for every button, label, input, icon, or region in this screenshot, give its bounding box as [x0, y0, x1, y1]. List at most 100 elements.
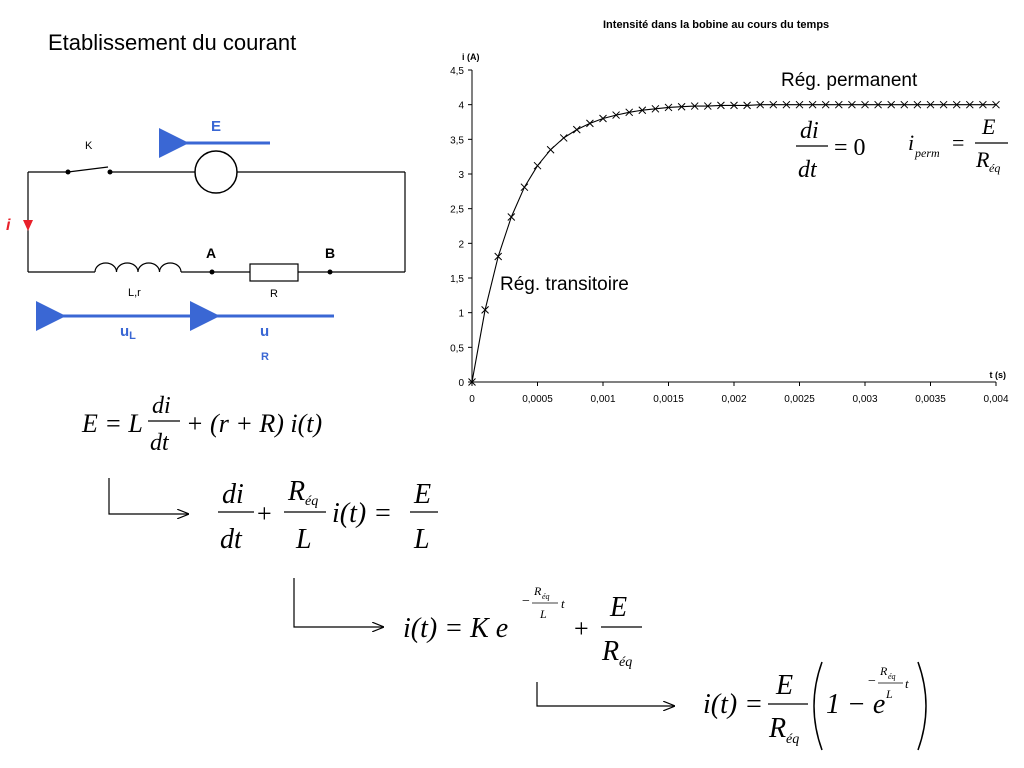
right-paren [917, 661, 927, 751]
chart-data-point [481, 306, 489, 314]
formula-e-equals-l: E = L [81, 409, 143, 438]
formula-general-solution: i(t) = K e − R éq L t + E R éq [403, 584, 642, 670]
formula-i: i [908, 130, 914, 155]
formula-eq-subscript: éq [786, 732, 799, 747]
chart-data-point [743, 101, 751, 110]
formula-eq-subscript: éq [989, 161, 1000, 175]
formula-eq-subscript: éq [305, 494, 318, 509]
left-paren [813, 661, 823, 751]
formula-di: di [222, 479, 244, 510]
chart-x-tick-label: 0,004 [983, 394, 1008, 405]
formula-di: di [152, 393, 171, 419]
exponent-minus: − [522, 594, 530, 609]
chart-x-tick-label: 0,0015 [653, 394, 684, 405]
formula-R: R [287, 476, 305, 507]
chart-data-point [756, 100, 765, 109]
formula-dt-denominator: dt [798, 157, 818, 183]
chart-data-point [821, 100, 830, 109]
chart-data-point [546, 145, 555, 154]
chart-data-point [638, 106, 647, 115]
current-arrow [23, 220, 33, 231]
exponent-eq-subscript: éq [888, 672, 896, 681]
exponent-R: R [533, 584, 542, 598]
formula-L: L [295, 524, 312, 555]
formula-differential-equation: E = L di dt + (r + R) i(t) [81, 393, 322, 456]
chart-y-tick-label: 1,5 [450, 274, 464, 285]
chart-data-point [586, 119, 594, 128]
exponent-R: R [879, 664, 888, 678]
node-b-dot [327, 269, 333, 275]
chart-data-point [861, 100, 869, 109]
chart-data-point [625, 108, 634, 117]
formula-E: E [413, 479, 431, 510]
chart-y-tick-label: 0,5 [450, 343, 464, 354]
chart-data-point [559, 134, 568, 142]
chart-data-point [533, 161, 542, 170]
formula-dt: dt [150, 430, 170, 456]
derivation-arrow-1 [108, 478, 188, 514]
chart-y-tick-label: 3,5 [450, 135, 464, 146]
chart-y-axis-label: i (A) [462, 52, 480, 62]
chart-data-point [887, 100, 896, 109]
chart-data-point [520, 183, 529, 192]
region-transitoire-label: Rég. transitoire [500, 274, 629, 295]
chart-data-point [769, 100, 778, 109]
chart-data-point [468, 378, 476, 386]
exponent-minus: − [868, 674, 876, 689]
formula-R: R [601, 636, 619, 667]
formula-perm-subscript: perm [914, 146, 940, 160]
chart-data-point [795, 100, 804, 109]
formula-i-equals-k-e: i(t) = K e [403, 613, 508, 644]
chart-data-point [952, 100, 961, 109]
chart-data-point [926, 100, 935, 109]
switch-blade [67, 166, 109, 173]
derivation-arrow-3 [536, 682, 674, 706]
formula-normalized-equation: di dt + R éq L i(t) = E L [218, 476, 438, 555]
chart-data-point [599, 114, 607, 123]
formula-steady-derivative: di dt = 0 [796, 118, 866, 183]
chart-x-tick-label: 0,0025 [784, 394, 815, 405]
chart-data-point [939, 100, 948, 109]
region-permanent-label: Rég. permanent [781, 70, 918, 91]
node-a-dot [209, 269, 215, 275]
formula-E: E [609, 592, 627, 623]
formula-E: E [775, 670, 793, 701]
formula-i-of-t-equals: i(t) = [332, 498, 392, 529]
chart-x-tick-label: 0,0035 [915, 394, 946, 405]
formula-steady-current: i perm = E R éq [908, 114, 1008, 175]
formula-E: E [981, 114, 996, 139]
chart-y-tick-label: 2 [458, 239, 464, 250]
chart-x-tick-label: 0,002 [721, 394, 746, 405]
chart-data-point [651, 104, 660, 113]
chart-data-point [979, 100, 987, 109]
chart-data-point [782, 100, 791, 109]
ur-label: u [260, 323, 269, 340]
formula-eq-subscript: éq [619, 655, 632, 670]
chart-data-point [913, 100, 922, 109]
chart-x-axis-label: t (s) [990, 370, 1007, 380]
exponent-t: t [905, 676, 909, 691]
formula-L: L [413, 524, 430, 555]
chart-data-point [677, 102, 686, 111]
chart-y-tick-label: 4,5 [450, 66, 464, 77]
formula-one-minus-e: 1 − e [826, 689, 885, 720]
chart-data-point [808, 100, 817, 109]
chart-data-point [690, 102, 699, 110]
chart-title: Intensité dans la bobine au cours du tem… [603, 19, 830, 31]
inductor-label: L,r [128, 287, 141, 299]
formula-R: R [768, 713, 786, 744]
chart-data-point [717, 101, 725, 110]
formula-R: R [975, 147, 990, 172]
formula-equals: = [952, 130, 964, 155]
formula-dt: dt [220, 524, 243, 555]
ul-label: uL [120, 323, 136, 342]
exponent-L: L [885, 687, 893, 701]
chart-y-tick-label: 3 [458, 170, 464, 181]
chart-data-point [834, 100, 843, 109]
chart-data-point [874, 100, 882, 109]
chart-data-point [730, 101, 738, 110]
chart-y-tick-label: 1 [458, 309, 464, 320]
chart-data-point [572, 125, 581, 134]
chart-data-point [664, 103, 673, 112]
